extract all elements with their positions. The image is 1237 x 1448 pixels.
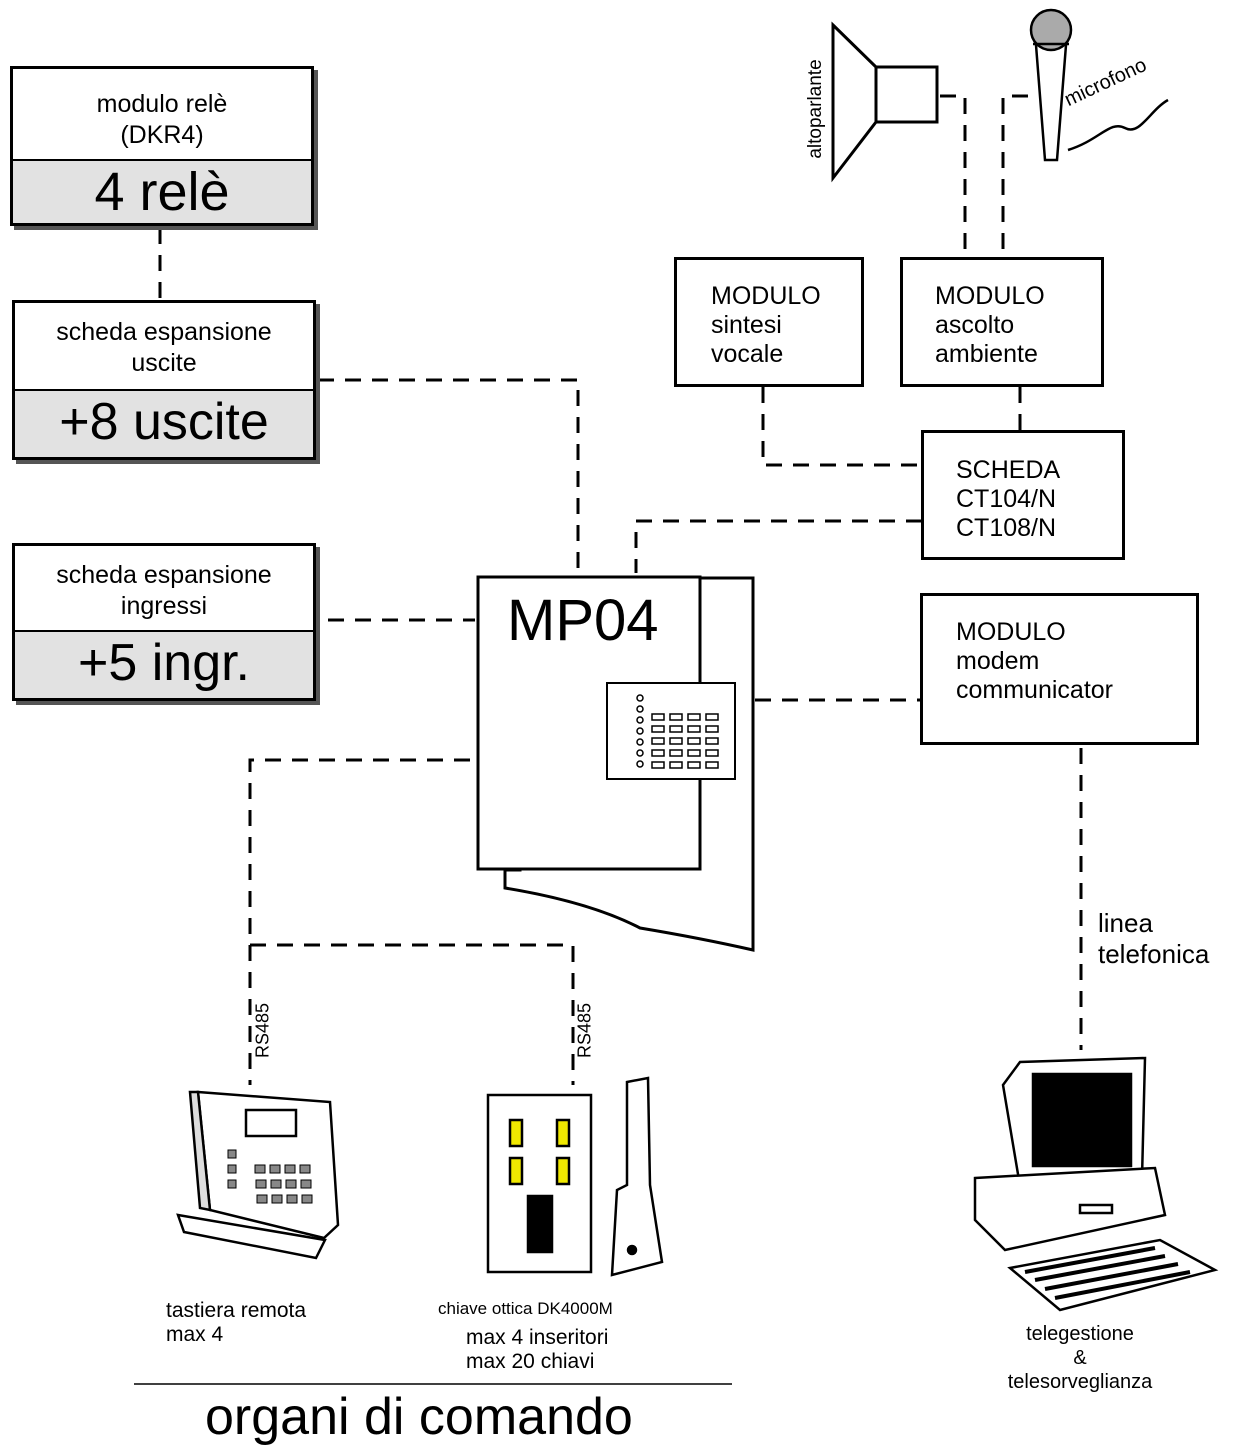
sintesi-vocale-box: MODULO sintesi vocale [674, 257, 864, 387]
telegestione-line2: & [1073, 1347, 1087, 1369]
mp04-keypad-grid [636, 694, 719, 769]
ascolto-ambiente-line1: MODULO [935, 282, 1045, 310]
modem-line2: modem [956, 647, 1040, 675]
ascolto-ambiente-box: MODULO ascolto ambiente [900, 257, 1104, 387]
tastiera-line2: max 4 [166, 1323, 224, 1346]
telegestione-line1: telegestione [1026, 1323, 1134, 1345]
modulo-rele-box: modulo relè (DKR4) 4 relè [10, 66, 314, 226]
telegestione-line3: telesorveglianza [1007, 1371, 1153, 1393]
tastiera-caption: tastiera remota max 4 [166, 1299, 306, 1347]
espansione-ingressi-box: scheda espansione ingressi +5 ingr. [12, 543, 316, 701]
linea-telefonica-label: linea telefonica [1098, 908, 1209, 970]
altoparlante-label: altoparlante [805, 59, 826, 159]
sintesi-vocale-line1: MODULO [711, 282, 821, 310]
rs485-right-label: RS485 [574, 1002, 595, 1059]
modulo-rele-value: 4 relè [13, 159, 311, 223]
scheda-ct-label: SCHEDA CT104/N CT108/N [956, 456, 1060, 543]
speaker-icon [831, 21, 939, 183]
scheda-ct-box: SCHEDA CT104/N CT108/N [921, 430, 1125, 560]
wire-ct-mp04 [634, 519, 922, 573]
scheda-ct-line3: CT108/N [956, 514, 1057, 542]
wire-speaker-ascolto [940, 94, 967, 252]
microphone-icon [1029, 8, 1169, 162]
computer-icon [973, 1056, 1219, 1312]
optical-key-icon [610, 1076, 664, 1277]
chiave-line2: max 4 inseritori [466, 1326, 609, 1349]
chiave-caption: max 4 inseritori max 20 chiavi [466, 1326, 608, 1374]
ascolto-ambiente-label: MODULO ascolto ambiente [935, 282, 1045, 369]
espansione-ingressi-title: scheda espansione ingressi [15, 560, 313, 622]
telegestione-caption: telegestione & telesorveglianza [990, 1322, 1170, 1394]
modem-line3: communicator [956, 676, 1113, 704]
modulo-rele-title-line1: modulo relè [96, 90, 228, 118]
ascolto-ambiente-line2: ascolto [935, 311, 1015, 339]
modem-box: MODULO modem communicator [920, 593, 1199, 745]
chiave-caption-title: chiave ottica DK4000M [438, 1299, 613, 1318]
chiave-line3: max 20 chiavi [466, 1350, 595, 1373]
wire-mic-ascolto [1001, 94, 1028, 252]
rs485-left-label: RS485 [252, 1002, 273, 1059]
linea-telefonica-line1: linea [1098, 908, 1153, 938]
mp04-unit [476, 575, 755, 952]
espansione-uscite-title-line2: uscite [131, 349, 197, 377]
modulo-rele-title: modulo relè (DKR4) [13, 89, 311, 151]
optical-key-reader-icon [486, 1093, 593, 1274]
sintesi-vocale-line3: vocale [711, 340, 784, 368]
wire-sintesi-ct [761, 387, 922, 467]
wire-bus-chiave [250, 943, 575, 1085]
scheda-ct-line2: CT104/N [956, 485, 1057, 513]
espansione-uscite-title: scheda espansione uscite [15, 317, 313, 379]
espansione-ingressi-value: +5 ingr. [15, 630, 313, 698]
espansione-uscite-box: scheda espansione uscite +8 uscite [12, 300, 316, 460]
mp04-title: MP04 [507, 588, 659, 653]
espansione-ingressi-title-line2: ingressi [120, 592, 208, 620]
keypad-device-icon [176, 1090, 340, 1260]
sintesi-vocale-line2: sintesi [711, 311, 782, 339]
espansione-uscite-title-line1: scheda espansione [56, 318, 272, 346]
modulo-rele-title-line2: (DKR4) [120, 121, 204, 149]
espansione-uscite-value: +8 uscite [15, 389, 313, 457]
linea-telefonica-line2: telefonica [1098, 939, 1210, 969]
wire-uscite-mp04 [318, 378, 580, 570]
scheda-ct-line1: SCHEDA [956, 456, 1061, 484]
espansione-ingressi-title-line1: scheda espansione [56, 561, 272, 589]
sintesi-vocale-label: MODULO sintesi vocale [711, 282, 821, 369]
modem-label: MODULO modem communicator [956, 618, 1113, 705]
footer-title: organi di comando [205, 1388, 633, 1446]
ascolto-ambiente-line3: ambiente [935, 340, 1038, 368]
tastiera-line1: tastiera remota [166, 1299, 307, 1322]
wire-mp04-bus [248, 758, 470, 1085]
modem-line1: MODULO [956, 618, 1066, 646]
